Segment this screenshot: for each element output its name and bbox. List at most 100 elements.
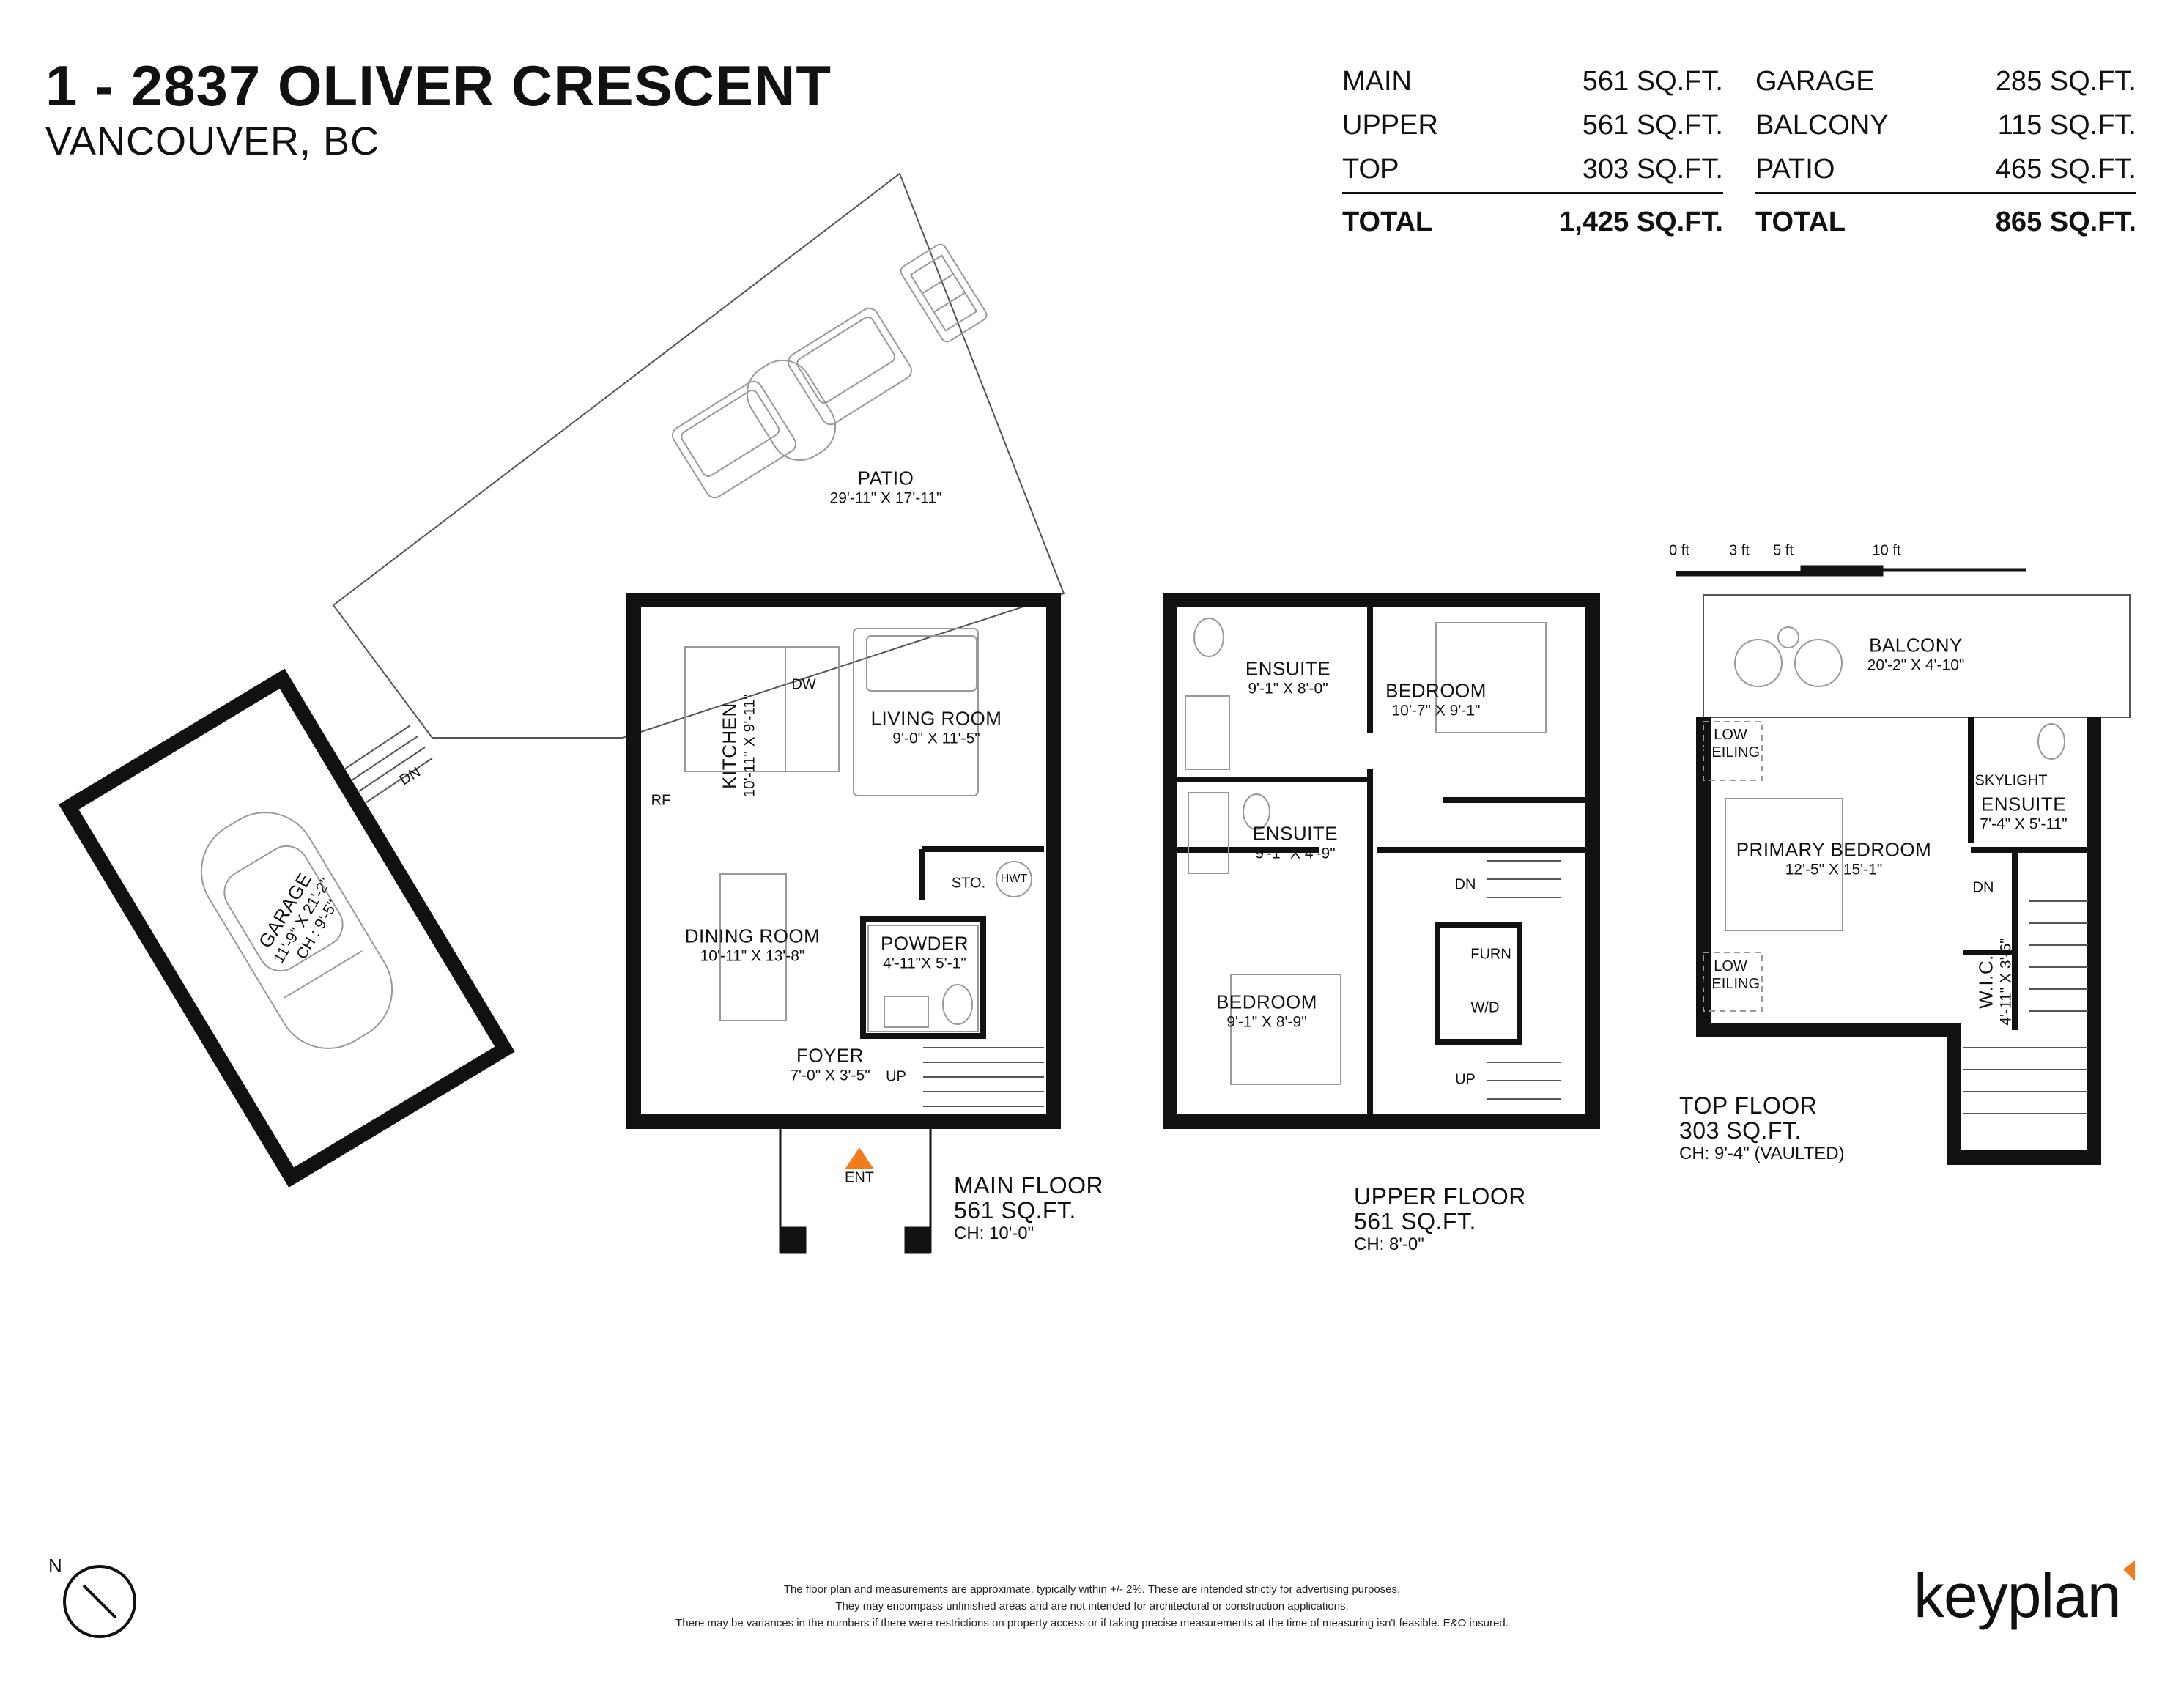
room-dims: 4'-11"X 5'-1" bbox=[883, 955, 966, 972]
low-ceiling-line: CEILING bbox=[1700, 744, 1761, 760]
main-floor-walls bbox=[626, 593, 1061, 1129]
area-total-value: 865 SQ.FT. bbox=[1995, 207, 2136, 237]
room-label-bedroom-upper-2: BEDROOM 9'-1" X 8'-9" bbox=[1216, 991, 1317, 1032]
scale-label: 5 ft bbox=[1773, 542, 1794, 559]
garage-walls bbox=[59, 668, 515, 1188]
area-value: 285 SQ.FT. bbox=[1995, 66, 2136, 97]
room-dims: 9'-1" X 8'-9" bbox=[1226, 1013, 1307, 1031]
area-total-label: TOTAL bbox=[1342, 207, 1433, 237]
upper-floor-caption: UPPER FLOOR 561 SQ.FT. CH: 8'-0" bbox=[1354, 1184, 1526, 1256]
upper-floor-inner-walls bbox=[1177, 600, 1593, 1122]
room-dims: 9'-1" X 8'-0" bbox=[1248, 680, 1328, 697]
room-dims: 7'-4" X 5'-11" bbox=[1980, 815, 2068, 833]
patio-outline bbox=[332, 172, 1065, 738]
scale-bar bbox=[1676, 565, 2026, 577]
dishwasher-label: DW bbox=[791, 676, 816, 693]
entry-porch bbox=[779, 1122, 932, 1254]
upper-floor-fixtures bbox=[1185, 618, 1547, 1085]
area-label: PATIO bbox=[1755, 154, 1835, 185]
low-ceiling-line: LOW bbox=[1714, 727, 1747, 743]
room-label-bedroom-upper: BEDROOM 10'-7" X 9'-1" bbox=[1385, 680, 1487, 720]
storage-label: STO. bbox=[951, 875, 986, 892]
room-name: POWDER bbox=[881, 932, 969, 955]
disclaimer-line: The floor plan and measurements are appr… bbox=[783, 1583, 1401, 1596]
room-label-patio: PATIO 29'-11" X 17'-11" bbox=[830, 467, 942, 508]
area-label: UPPER bbox=[1342, 110, 1438, 141]
room-name: PRIMARY BEDROOM bbox=[1736, 838, 1932, 861]
top-floor-inner-walls bbox=[1963, 717, 2094, 1030]
main-floor-caption: MAIN FLOOR 561 SQ.FT. CH: 10'-0" bbox=[954, 1173, 1103, 1245]
room-name: DINING ROOM bbox=[684, 925, 821, 947]
room-dims: 20'-2" X 4'-10" bbox=[1867, 656, 1965, 674]
furnace-label: FURN bbox=[1470, 946, 1511, 963]
area-total-value: 1,425 SQ.FT. bbox=[1559, 207, 1723, 237]
north-label: N bbox=[48, 1555, 62, 1577]
area-value: 561 SQ.FT. bbox=[1582, 110, 1723, 141]
floor-area: 303 SQ.FT. bbox=[1679, 1117, 1802, 1144]
room-dims: 10'-11" X 13'-8" bbox=[700, 947, 805, 965]
stairs-up-label: UP bbox=[886, 1068, 906, 1085]
room-label-foyer: FOYER 7'-0" X 3'-5" bbox=[790, 1045, 870, 1085]
floor-name: UPPER FLOOR bbox=[1354, 1183, 1526, 1210]
entry-arrow-icon bbox=[845, 1147, 874, 1169]
room-name: PATIO bbox=[857, 467, 914, 489]
area-label: BALCONY bbox=[1755, 110, 1889, 141]
low-ceiling-line: CEILING bbox=[1700, 976, 1761, 992]
floor-ceiling-height: CH: 8'-0" bbox=[1354, 1234, 1424, 1254]
room-dims: 9'-0" X 11'-5" bbox=[892, 730, 980, 747]
scale-label: 3 ft bbox=[1729, 542, 1750, 559]
room-name: BEDROOM bbox=[1216, 991, 1317, 1013]
top-floor-fixtures bbox=[1703, 721, 2065, 1012]
scale-label: 0 ft bbox=[1669, 542, 1689, 559]
room-label-ensuite-upper: ENSUITE 9'-1" X 8'-0" bbox=[1245, 658, 1330, 698]
balcony-outline bbox=[1703, 594, 2131, 718]
entrance-label: ENT bbox=[845, 1169, 874, 1186]
room-name: ENSUITE bbox=[1245, 657, 1331, 680]
floor-name: TOP FLOOR bbox=[1679, 1092, 1818, 1119]
room-label-ensuite-top: ENSUITE 7'-4" X 5'-11" bbox=[1980, 793, 2067, 834]
area-label: MAIN bbox=[1342, 66, 1412, 97]
garage-stairs bbox=[344, 725, 433, 803]
low-ceiling-line: LOW bbox=[1714, 958, 1747, 974]
room-name: ENSUITE bbox=[1980, 793, 2067, 815]
room-label-powder: POWDER 4'-11"X 5'-1" bbox=[881, 933, 969, 973]
room-name: BALCONY bbox=[1869, 634, 1963, 656]
area-total-label: TOTAL bbox=[1755, 207, 1846, 237]
top-floor-stairs bbox=[1963, 900, 2088, 1114]
room-dims: 10'-11" X 9'-11" bbox=[741, 694, 758, 798]
room-dims: 12'-5" X 15'-1" bbox=[1785, 861, 1883, 878]
room-name: BEDROOM bbox=[1385, 679, 1487, 702]
room-name: FOYER bbox=[796, 1044, 865, 1067]
room-name: W.I.C. bbox=[1974, 955, 1997, 1009]
area-divider bbox=[1342, 192, 1723, 194]
room-dims: 10'-7" X 9'-1" bbox=[1391, 702, 1481, 719]
keyplan-logo: keyplan bbox=[1914, 1561, 2122, 1630]
washer-dryer-label: W/D bbox=[1470, 999, 1500, 1016]
stairs-down-label: DN bbox=[1454, 876, 1476, 893]
room-name: KITCHEN bbox=[718, 703, 741, 789]
floor-ceiling-height: CH: 9'-4" (VAULTED) bbox=[1679, 1144, 1845, 1163]
water-heater-label: HWT bbox=[1000, 873, 1028, 885]
floor-area: 561 SQ.FT. bbox=[1354, 1208, 1476, 1234]
scale-label: 10 ft bbox=[1872, 542, 1901, 559]
patio-furniture-icon bbox=[672, 243, 988, 499]
top-floor-caption: TOP FLOOR 303 SQ.FT. CH: 9'-4" (VAULTED) bbox=[1679, 1093, 1845, 1165]
area-label: TOP bbox=[1342, 154, 1399, 185]
logo-accent-icon bbox=[2123, 1561, 2135, 1581]
room-dims: 9'-1" X 4'-9" bbox=[1255, 845, 1336, 862]
property-address: 1 - 2837 OLIVER CRESCENT bbox=[45, 53, 832, 118]
room-label-walk-in-closet: W.I.C. 4'-11" X 3'-6" bbox=[1975, 938, 2015, 1025]
room-label-ensuite-upper-2: ENSUITE 9'-1" X 4'-9" bbox=[1253, 823, 1338, 863]
upper-floor-walls bbox=[1163, 593, 1600, 1129]
room-label-living-room: LIVING ROOM 9'-0" X 11'-5" bbox=[871, 708, 1002, 748]
stairs-down-label: DN bbox=[1972, 879, 1994, 896]
low-ceiling-label: LOW CEILING bbox=[1701, 726, 1760, 761]
area-value: 303 SQ.FT. bbox=[1582, 154, 1723, 185]
room-name: ENSUITE bbox=[1252, 822, 1339, 845]
floor-ceiling-height: CH: 10'-0" bbox=[954, 1224, 1034, 1243]
floor-area: 561 SQ.FT. bbox=[954, 1197, 1076, 1224]
property-city: VANCOUVER, BC bbox=[45, 119, 380, 163]
area-label: GARAGE bbox=[1755, 66, 1875, 97]
car-icon bbox=[200, 812, 393, 1049]
area-value: 115 SQ.FT. bbox=[1997, 110, 2136, 141]
